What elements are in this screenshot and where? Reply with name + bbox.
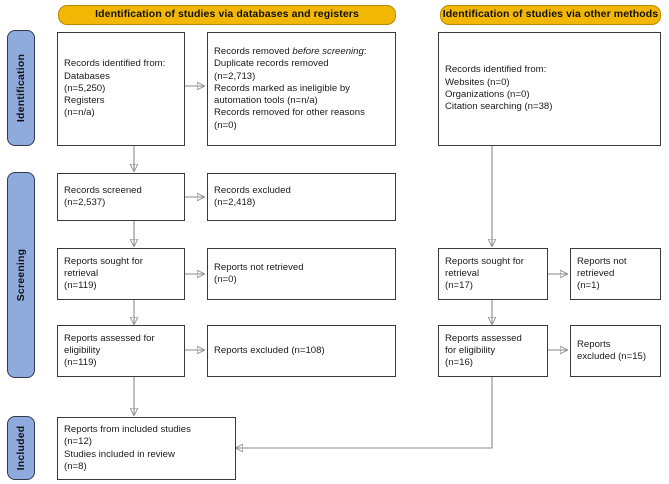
phase-bar-included: Included — [7, 416, 35, 480]
reports-assessed-left-line-2: eligibility — [64, 344, 101, 356]
records-removed-line-7: (n=0) — [214, 119, 237, 131]
box-reports-sought-right: Reports sought for retrieval (n=17) — [438, 248, 548, 300]
records-removed-title-prefix: Records removed — [214, 46, 293, 58]
box-reports-excluded-left: Reports excluded (n=108) — [207, 325, 396, 377]
reports-assessed-right-line-2: for eligibility — [445, 344, 496, 356]
records-identified-line-2: Databases — [64, 70, 110, 82]
reports-sought-right-line-3: (n=17) — [445, 280, 473, 292]
records-removed-line-2: Duplicate records removed — [214, 58, 329, 70]
reports-excluded-right-line-1: Reports — [577, 338, 611, 350]
box-reports-not-retrieved-right: Reports not retrieved (n=1) — [570, 248, 661, 300]
box-reports-assessed-right: Reports assessed for eligibility (n=16) — [438, 325, 548, 377]
included-line-4: (n=8) — [64, 460, 87, 472]
box-records-identified: Records identified from: Databases (n=5,… — [57, 32, 185, 146]
included-line-3: Studies included in review — [64, 448, 175, 460]
reports-sought-left-line-2: retrieval — [64, 267, 99, 279]
records-removed-line-3: (n=2,713) — [214, 70, 256, 82]
phase-label-identification: Identification — [15, 53, 27, 123]
box-records-screened: Records screened (n=2,537) — [57, 173, 185, 221]
box-reports-excluded-right: Reports excluded (n=15) — [570, 325, 661, 377]
records-identified-line-5: (n=n/a) — [64, 107, 95, 119]
records-removed-title-italic: before screening — [292, 46, 364, 58]
phase-label-screening: Screening — [15, 248, 27, 302]
reports-excluded-left-line-1: Reports excluded (n=108) — [214, 344, 325, 356]
records-identified-other-line-1: Records identified from: — [445, 64, 547, 76]
records-removed-line-4: Records marked as ineligible by — [214, 82, 350, 94]
reports-excluded-right-line-2: excluded (n=15) — [577, 351, 647, 362]
reports-assessed-left-line-1: Reports assessed for — [64, 332, 155, 344]
phase-bar-screening: Screening — [7, 172, 35, 378]
phase-bar-identification: Identification — [7, 30, 35, 146]
box-reports-sought-left: Reports sought for retrieval (n=119) — [57, 248, 185, 300]
box-included-studies: Reports from included studies (n=12) Stu… — [57, 417, 236, 480]
records-identified-line-4: Registers — [64, 95, 105, 107]
records-removed-line-5: automation tools (n=n/a) — [214, 95, 318, 107]
records-identified-other-line-4: Citation searching (n=38) — [445, 101, 553, 113]
records-screened-line-1: Records screened — [64, 184, 142, 196]
reports-not-retrieved-left-line-1: Reports not retrieved — [214, 261, 304, 273]
records-excluded-line-2: (n=2,418) — [214, 197, 256, 208]
records-identified-line-3: (n=5,250) — [64, 82, 106, 94]
included-line-2: (n=12) — [64, 436, 92, 448]
records-removed-title-suffix: : — [363, 46, 367, 58]
records-removed-title: Records removed before screening: — [214, 46, 389, 58]
records-identified-other-line-3: Organizations (n=0) — [445, 89, 530, 100]
reports-not-retrieved-left-line-2: (n=0) — [214, 274, 237, 285]
reports-sought-right-line-2: retrieval — [445, 267, 480, 279]
reports-not-retrieved-right-line-1: Reports not — [577, 255, 627, 267]
box-records-removed-before-screening: Records removed before screening: Duplic… — [207, 32, 396, 146]
records-identified-other-line-2: Websites (n=0) — [445, 76, 510, 88]
reports-sought-left-line-1: Reports sought for — [64, 255, 143, 267]
reports-assessed-left-line-3: (n=119) — [64, 357, 97, 369]
records-identified-line-1: Records identified from: — [64, 58, 166, 70]
header-other-methods: Identification of studies via other meth… — [440, 5, 661, 25]
reports-assessed-right-line-3: (n=16) — [445, 357, 473, 369]
records-screened-line-2: (n=2,537) — [64, 197, 106, 208]
box-reports-assessed-left: Reports assessed for eligibility (n=119) — [57, 325, 185, 377]
reports-sought-left-line-3: (n=119) — [64, 280, 97, 292]
box-records-excluded: Records excluded (n=2,418) — [207, 173, 396, 221]
reports-not-retrieved-right-line-2: retrieved — [577, 267, 615, 279]
header-databases-registers: Identification of studies via databases … — [58, 5, 396, 25]
reports-sought-right-line-1: Reports sought for — [445, 255, 524, 267]
phase-label-included: Included — [15, 425, 27, 471]
reports-assessed-right-line-1: Reports assessed — [445, 332, 522, 344]
box-reports-not-retrieved-left: Reports not retrieved (n=0) — [207, 248, 396, 300]
box-records-identified-other: Records identified from: Websites (n=0) … — [438, 32, 661, 146]
records-excluded-line-1: Records excluded — [214, 184, 291, 196]
included-line-1: Reports from included studies — [64, 423, 191, 435]
records-removed-line-6: Records removed for other reasons — [214, 107, 365, 119]
reports-not-retrieved-right-line-3: (n=1) — [577, 280, 600, 292]
